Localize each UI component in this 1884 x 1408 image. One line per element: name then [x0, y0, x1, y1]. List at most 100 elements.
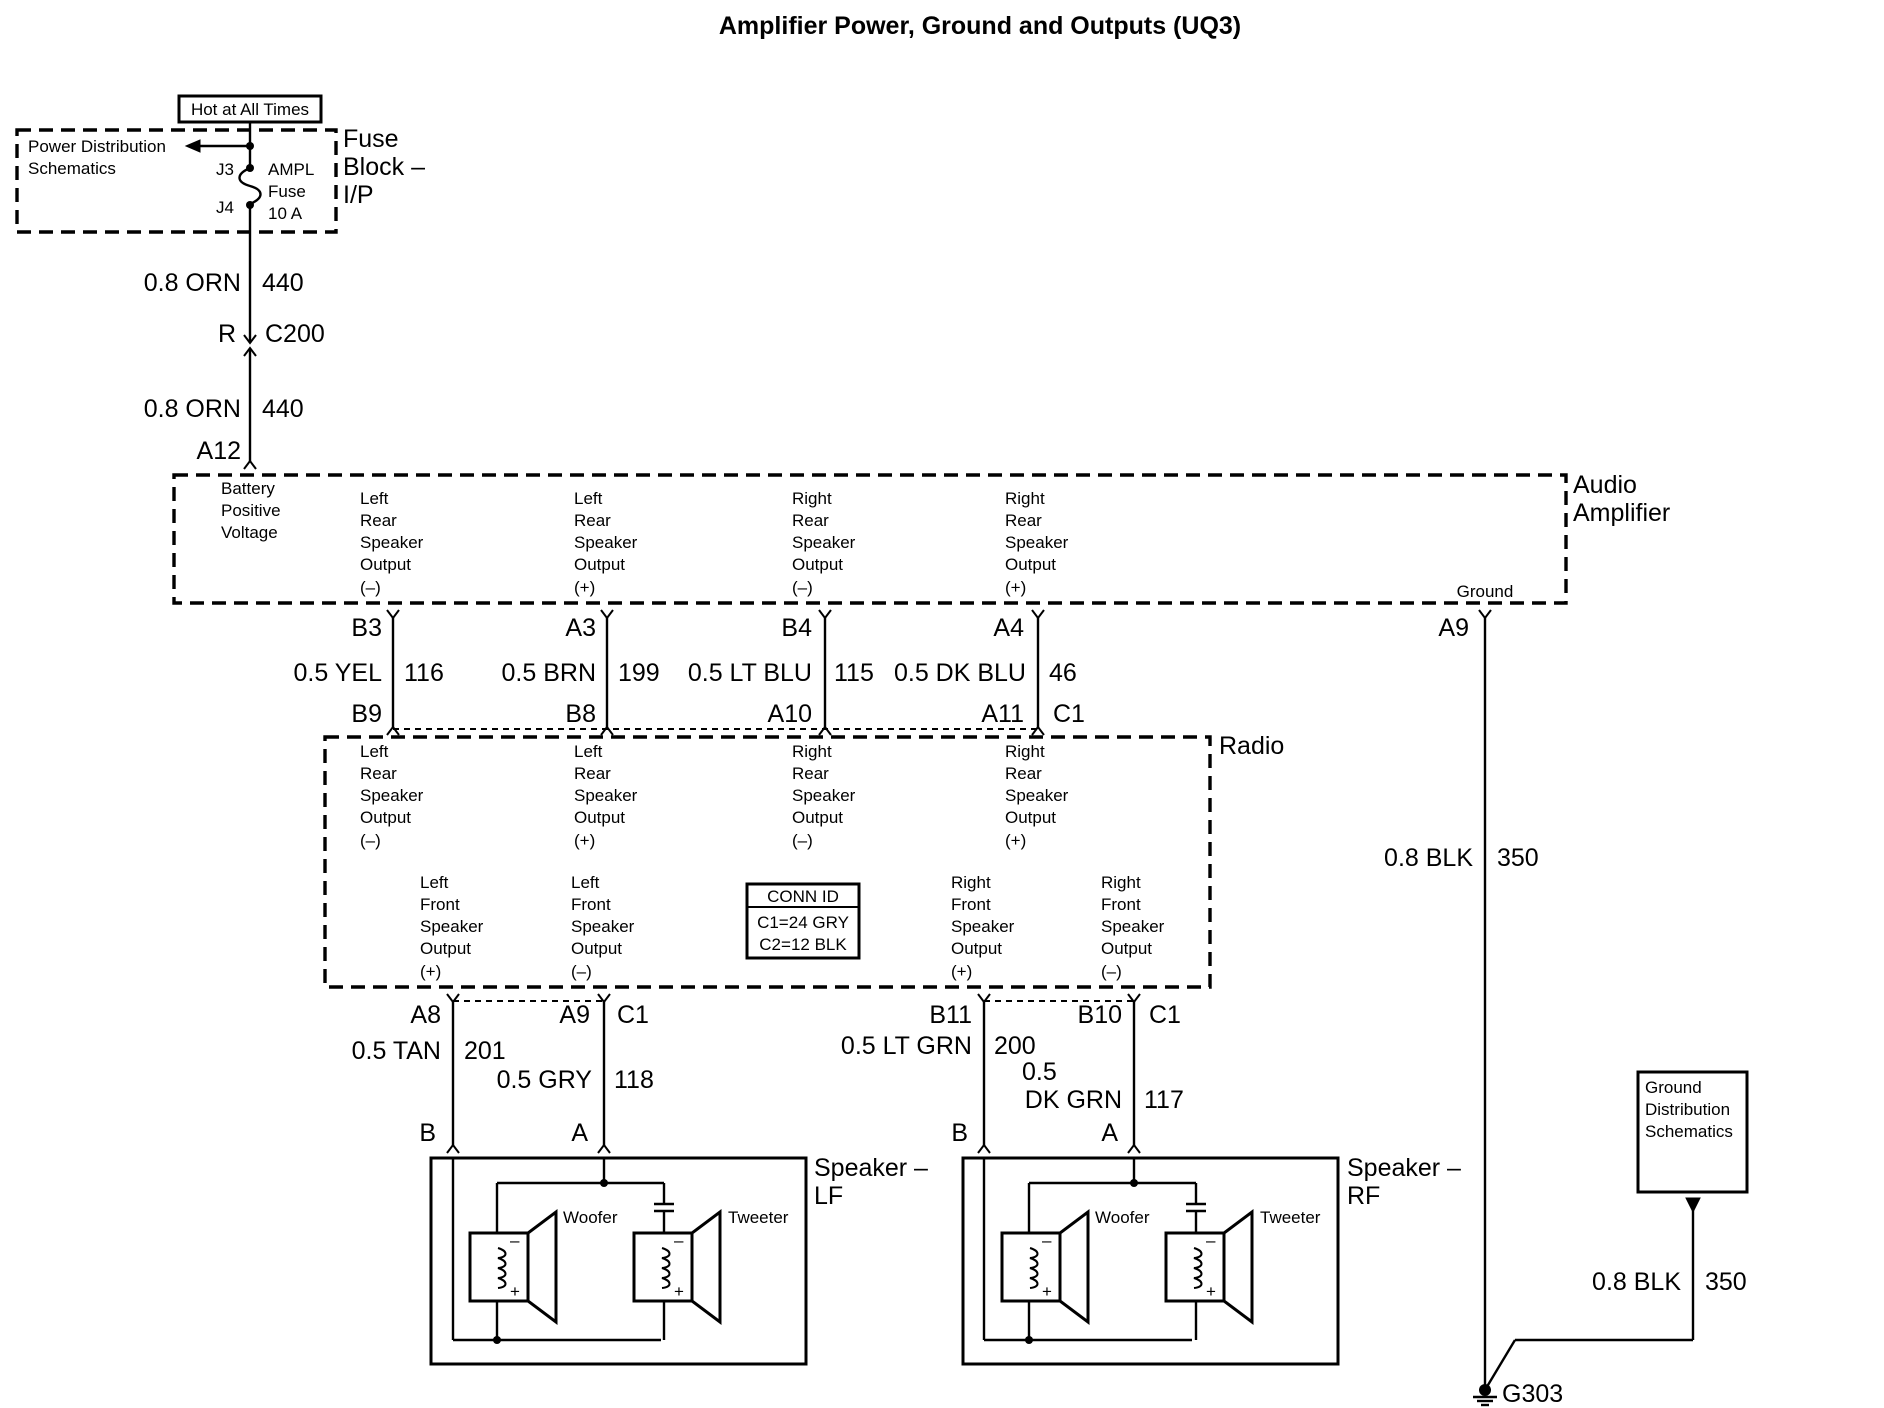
amp-pin-a12: A12 — [197, 437, 241, 465]
radio-output-right-rear-plus: Right Rear Speaker Output (+) — [1005, 742, 1069, 850]
svg-text:Speaker: Speaker — [574, 786, 638, 805]
battery-positive-label-1: Battery — [221, 479, 275, 498]
svg-text:Right: Right — [1005, 742, 1045, 761]
svg-text:(+): (+) — [574, 578, 595, 597]
ground-distribution-label-1: Ground — [1645, 1078, 1702, 1097]
radio-output-left-front-minus: Left Front Speaker Output (–) — [571, 873, 635, 981]
speaker-lf-name-1: Speaker – — [814, 1154, 928, 1182]
ground-wire-circuit: 350 — [1497, 844, 1539, 872]
front-speaker-wires: A8 0.5 TAN 201 B A9 C1 0.5 GRY 118 A B11… — [352, 993, 1184, 1154]
svg-text:Front: Front — [1101, 895, 1141, 914]
svg-text:(–): (–) — [360, 831, 381, 850]
tweeter-lf-plus: + — [674, 1282, 684, 1301]
svg-text:Speaker: Speaker — [571, 917, 635, 936]
svg-text:(+): (+) — [574, 831, 595, 850]
svg-text:Rear: Rear — [574, 764, 611, 783]
svg-text:Speaker: Speaker — [1005, 533, 1069, 552]
wire-color-118: 0.5 GRY — [497, 1066, 593, 1094]
wire-color-199: 0.5 BRN — [502, 659, 596, 687]
fuse-block: Hot at All Times Fuse Block – I/P Power … — [15, 94, 425, 234]
power-distribution-arrow-icon — [184, 139, 201, 153]
radio: Radio Left Rear Speaker Output (–) Left … — [323, 732, 1284, 989]
svg-text:(–): (–) — [360, 578, 381, 597]
lf-speaker-pin-a: A — [571, 1119, 588, 1147]
fuse-symbol-icon — [238, 166, 262, 206]
svg-text:Output: Output — [574, 808, 625, 827]
radio-connector-c1-rf: C1 — [1149, 1001, 1181, 1029]
feed-wire-color-lower: 0.8 ORN — [144, 395, 241, 423]
amp-ground-label: Ground — [1457, 582, 1514, 601]
ground-distribution-label-2: Distribution — [1645, 1100, 1730, 1119]
ground-dist-wire-circuit: 350 — [1705, 1268, 1747, 1296]
svg-text:Speaker: Speaker — [1005, 786, 1069, 805]
svg-text:Rear: Rear — [792, 764, 829, 783]
power-distribution-label-2: Schematics — [28, 159, 116, 178]
fuse-label-2: Fuse — [268, 182, 306, 201]
wire-color-117-line1: 0.5 — [1022, 1058, 1057, 1086]
fuse-block-name-2: Block – — [343, 153, 425, 181]
woofer-rf-plus: + — [1042, 1282, 1052, 1301]
svg-text:Speaker: Speaker — [420, 917, 484, 936]
svg-text:Rear: Rear — [360, 764, 397, 783]
tweeter-rf-label: Tweeter — [1260, 1208, 1321, 1227]
radio-pin-a8: A8 — [410, 1001, 441, 1029]
amp-pin-a9: A9 — [1438, 614, 1469, 642]
svg-text:Rear: Rear — [574, 511, 611, 530]
fuse-block-name-1: Fuse — [343, 125, 399, 153]
radio-pin-a11: A11 — [981, 700, 1024, 728]
svg-text:Right: Right — [1005, 489, 1045, 508]
svg-text:(+): (+) — [1005, 578, 1026, 597]
battery-positive-label-3: Voltage — [221, 523, 278, 542]
power-distribution-label-1: Power Distribution — [28, 137, 166, 156]
svg-text:Left: Left — [360, 489, 389, 508]
amp-pin-a4: A4 — [993, 614, 1024, 642]
svg-text:Front: Front — [571, 895, 611, 914]
ground-distribution-label-3: Schematics — [1645, 1122, 1733, 1141]
svg-text:(–): (–) — [792, 831, 813, 850]
svg-text:Left: Left — [360, 742, 389, 761]
svg-text:(+): (+) — [420, 962, 441, 981]
feed-wire: 0.8 ORN 440 R C200 0.8 ORN 440 A12 — [144, 205, 325, 470]
svg-text:Left: Left — [571, 873, 600, 892]
fuse-pin-j4: J4 — [216, 198, 234, 217]
circuit-200: 200 — [994, 1032, 1036, 1060]
radio-output-right-rear-minus: Right Rear Speaker Output (–) — [792, 742, 856, 850]
speaker-rf-name-1: Speaker – — [1347, 1154, 1461, 1182]
svg-text:Speaker: Speaker — [360, 533, 424, 552]
circuit-118: 118 — [614, 1066, 654, 1094]
c200-connector-label: C200 — [265, 320, 325, 348]
woofer-rf-label: Woofer — [1095, 1208, 1150, 1227]
svg-text:Right: Right — [792, 489, 832, 508]
amp-output-left-rear-plus: Left Rear Speaker Output (+) — [574, 489, 638, 597]
radio-output-left-rear-plus: Left Rear Speaker Output (+) — [574, 742, 638, 850]
ground-circuit: A9 0.8 BLK 350 Ground Distribution Schem… — [1384, 609, 1749, 1408]
ground-symbol-icon — [1473, 1384, 1497, 1407]
radio-pin-b8: B8 — [565, 700, 596, 728]
wire-color-46: 0.5 DK BLU — [894, 659, 1026, 687]
radio-pin-b10: B10 — [1078, 1001, 1122, 1029]
speaker-lf-box — [429, 1156, 808, 1366]
svg-text:(+): (+) — [1005, 831, 1026, 850]
svg-text:Front: Front — [951, 895, 991, 914]
svg-text:Output: Output — [360, 555, 411, 574]
c200-pin-label: R — [218, 320, 236, 348]
conn-id-c1: C1=24 GRY — [757, 913, 849, 932]
amp-output-right-rear-minus: Right Rear Speaker Output (–) — [792, 489, 856, 597]
tweeter-lf-label: Tweeter — [728, 1208, 789, 1227]
svg-text:Speaker: Speaker — [792, 533, 856, 552]
fuse-block-box — [15, 128, 338, 234]
radio-pin-b9: B9 — [351, 700, 382, 728]
svg-text:Output: Output — [1101, 939, 1152, 958]
radio-connector-c1-lf: C1 — [617, 1001, 649, 1029]
svg-text:Output: Output — [574, 555, 625, 574]
svg-text:(+): (+) — [951, 962, 972, 981]
speaker-rf-name-2: RF — [1347, 1182, 1380, 1210]
tweeter-lf-icon — [632, 1209, 722, 1325]
svg-text:Rear: Rear — [792, 511, 829, 530]
ground-point-g303: G303 — [1502, 1380, 1563, 1408]
audio-amplifier-name-1: Audio — [1573, 471, 1637, 499]
wire-color-117-line2: DK GRN — [1025, 1086, 1122, 1114]
woofer-rf-minus: – — [1042, 1231, 1052, 1250]
woofer-lf-minus: – — [510, 1231, 520, 1250]
